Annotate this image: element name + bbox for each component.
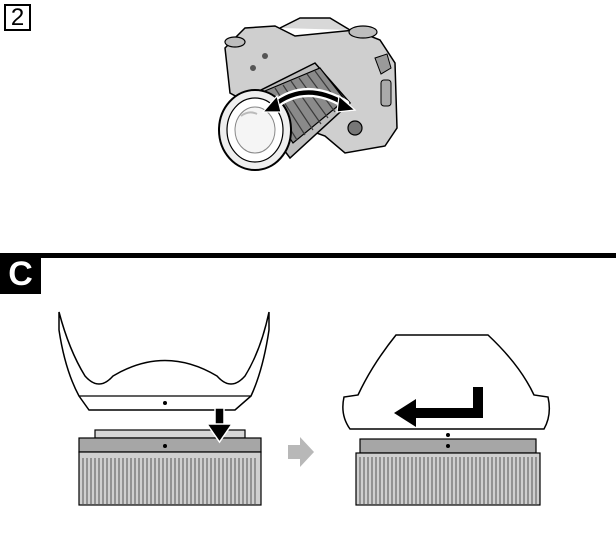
section-letter: C xyxy=(8,254,33,293)
down-arrow-icon xyxy=(205,407,234,444)
mounted-hood-index-mark xyxy=(446,433,450,437)
right-triangle-arrow-icon xyxy=(288,437,314,467)
camera-illustration xyxy=(218,17,398,171)
mounted-lens-index-mark xyxy=(446,444,450,448)
step-number: 2 xyxy=(10,3,25,31)
mounted-hood-shape xyxy=(342,334,551,430)
section-divider xyxy=(0,253,616,258)
lens-index-mark xyxy=(163,444,167,448)
lens-mount xyxy=(78,429,262,506)
hook-left-arrow-icon xyxy=(394,387,483,427)
step-number-box: 2 xyxy=(4,4,31,31)
hood-index-mark xyxy=(163,401,167,405)
hood-after-illustration xyxy=(342,334,551,506)
section-letter-badge: C xyxy=(0,253,41,294)
curved-double-arrow-icon xyxy=(261,88,357,113)
lens-hood-shape xyxy=(58,311,270,411)
hood-before-illustration xyxy=(58,311,270,506)
mounted-lens xyxy=(355,438,541,506)
